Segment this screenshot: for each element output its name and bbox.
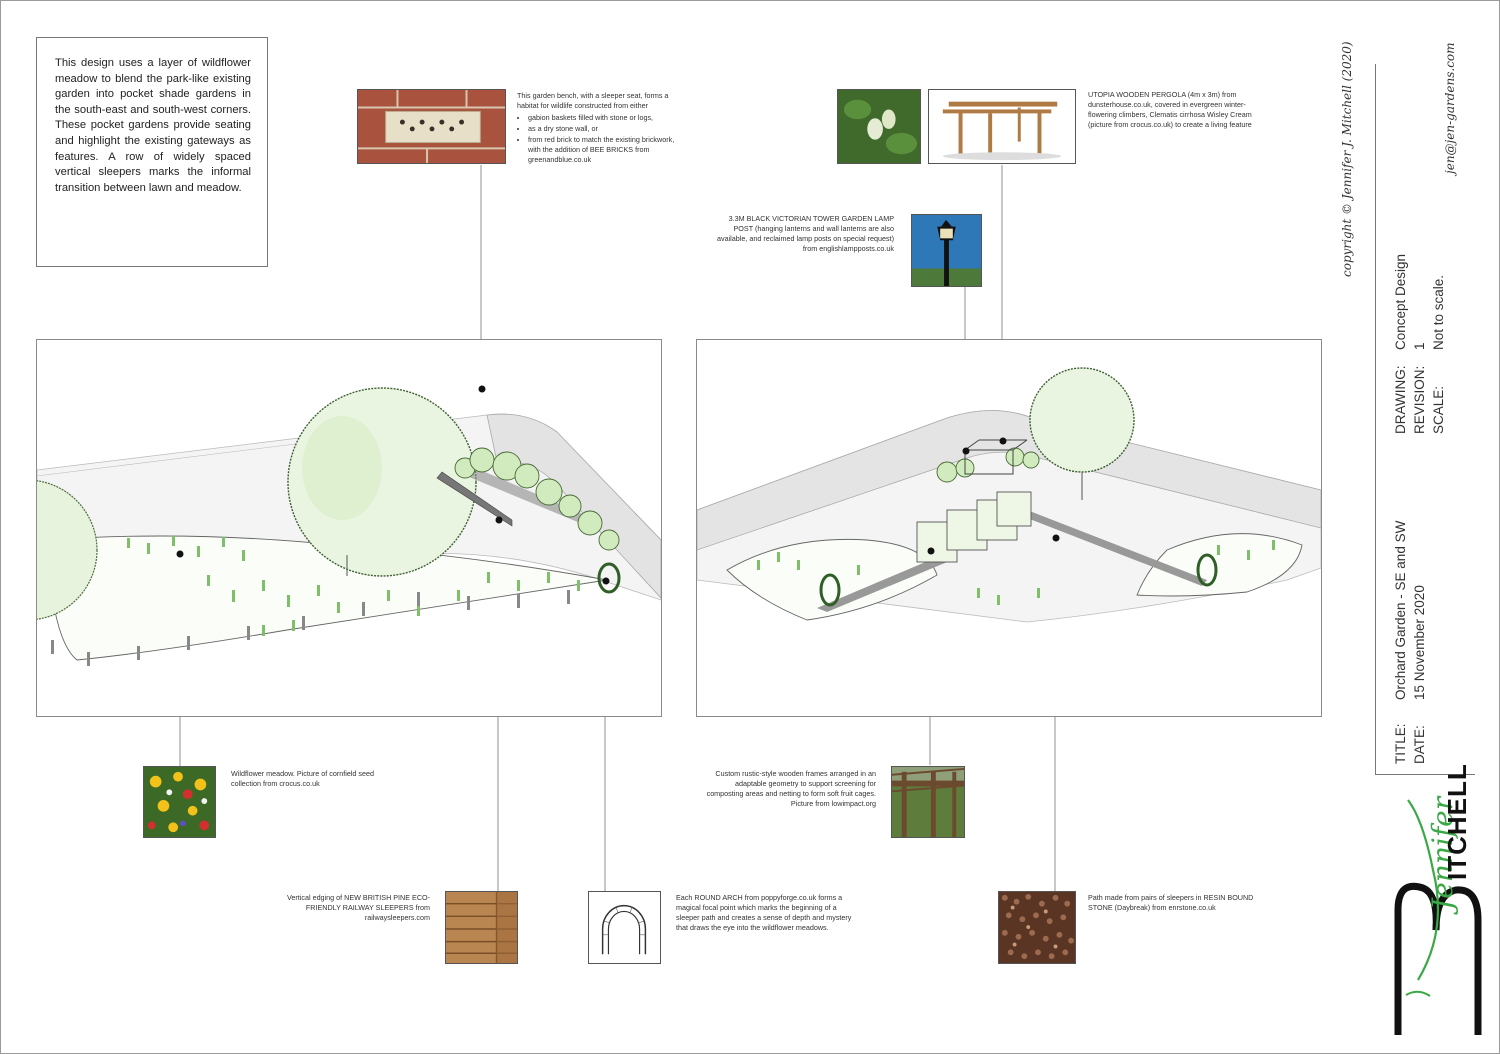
logo-mark <box>1394 799 1482 1035</box>
southeast-sketch <box>37 385 661 666</box>
arch-caption: Each ROUND ARCH from poppyforge.co.uk fo… <box>676 893 852 932</box>
lamp-caption: 3.3M BLACK VICTORIAN TOWER GARDEN LAMP P… <box>716 214 894 254</box>
bench-caption-intro: This garden bench, with a sleeper seat, … <box>517 91 669 110</box>
scale-value: Not to scale. <box>1431 274 1446 350</box>
wildflower-photo <box>143 766 216 838</box>
southwest-sketch <box>697 367 1321 623</box>
pergola-photo <box>928 89 1076 164</box>
perspective-sketch-southeast <box>36 339 662 717</box>
design-intro-text: This design uses a layer of wildflower m… <box>55 57 251 194</box>
title-label: TITLE: <box>1393 723 1408 764</box>
revision-label: REVISION: <box>1412 365 1427 434</box>
clematis-photo <box>837 89 921 164</box>
drawing-value: Concept Design <box>1393 253 1408 350</box>
wooden-frame-photo <box>891 766 965 838</box>
email-text: jen@jen-gardens.com <box>1443 42 1457 174</box>
resin-stone-photo <box>998 891 1076 964</box>
pergola-caption: UTOPIA WOODEN PERGOLA (4m x 3m) from dun… <box>1088 90 1252 129</box>
design-intro-box: This design uses a layer of wildflower m… <box>36 37 268 267</box>
title-block-rule-left <box>1375 64 1376 774</box>
lamp-caption-source: from englishlampposts.co.uk <box>802 244 894 253</box>
revision-value: 1 <box>1412 342 1427 350</box>
title-block-rule-bottom <box>1375 774 1475 775</box>
bench-caption: This garden bench, with a sleeper seat, … <box>517 91 687 167</box>
jennifer-mitchell-logo: Jennifer ITCHELL <box>1378 763 1486 1040</box>
sleepers-photo <box>445 891 518 964</box>
bench-options-list: gabion baskets filled with stone or logs… <box>517 113 687 165</box>
sleepers-caption: Vertical edging of NEW BRITISH PINE ECO-… <box>287 893 430 922</box>
lamp-caption-text: 3.3M BLACK VICTORIAN TOWER GARDEN LAMP P… <box>717 214 894 243</box>
bench-option: gabion baskets filled with stone or logs… <box>528 113 687 123</box>
bee-brick-photo <box>357 89 506 164</box>
title-value: Orchard Garden - SE and SW <box>1393 520 1408 700</box>
frames-caption: Custom rustic-style wooden frames arrang… <box>706 769 876 808</box>
perspective-sketch-southwest <box>696 339 1322 717</box>
logo-caps-text: ITCHELL <box>1442 763 1472 880</box>
date-label: DATE: <box>1412 725 1427 764</box>
scale-label: SCALE: <box>1431 385 1446 434</box>
round-arch-drawing <box>588 891 661 964</box>
bench-option: as a dry stone wall, or <box>528 124 687 134</box>
drawing-label: DRAWING: <box>1393 365 1408 435</box>
bench-option: from red brick to match the existing bri… <box>528 135 687 165</box>
lamp-post-photo <box>911 214 982 287</box>
copyright-text: copyright © Jennifer J. Mitchell (2020) <box>1340 41 1354 277</box>
date-value: 15 November 2020 <box>1412 585 1427 700</box>
path-caption: Path made from pairs of sleepers in RESI… <box>1088 893 1254 912</box>
meadow-caption: Wildflower meadow. Picture of cornfield … <box>231 769 375 788</box>
